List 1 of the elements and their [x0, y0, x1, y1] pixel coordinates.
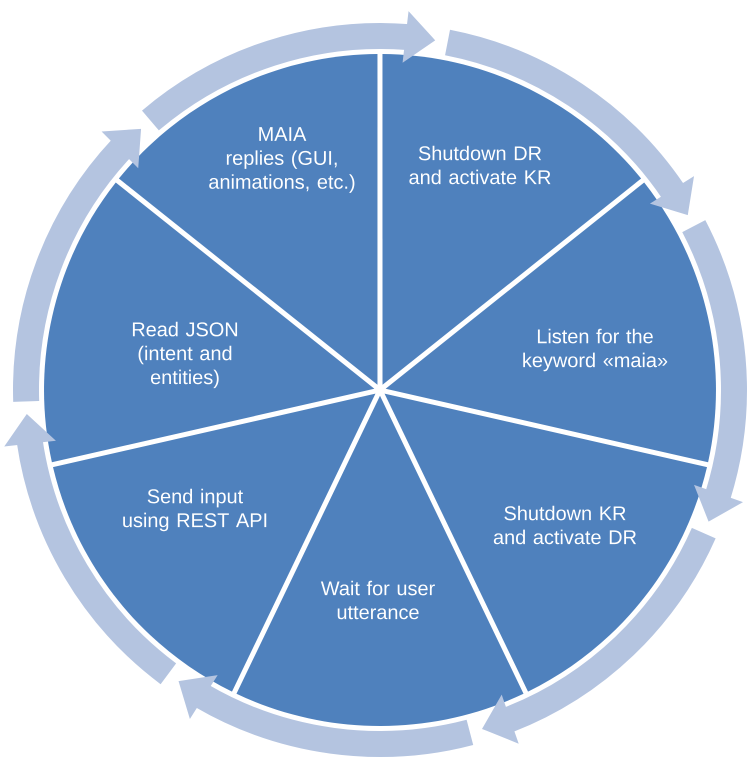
node-label: Shutdown DR and activate KR — [409, 146, 550, 184]
